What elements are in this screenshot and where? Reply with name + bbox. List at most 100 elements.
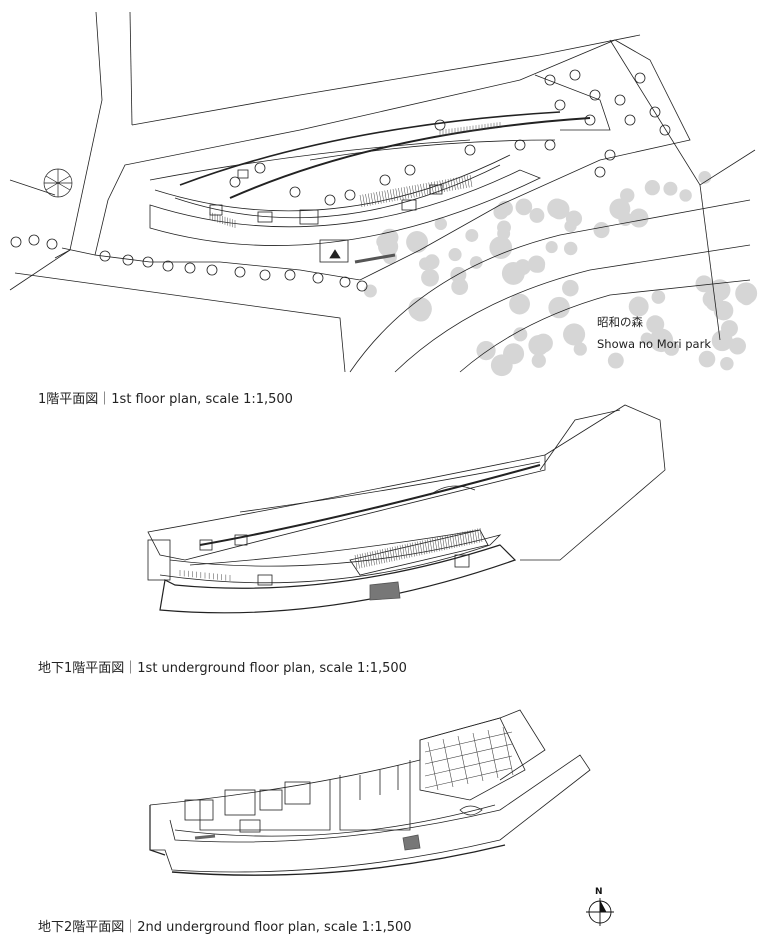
site-tree — [254, 162, 266, 174]
hatch-line — [365, 193, 368, 207]
hatch-line — [392, 546, 395, 561]
park-label: 昭和の森 Showa no Mori park — [597, 314, 711, 353]
hatch-line — [384, 548, 388, 563]
caption-2nd-underground: 地下2階平面図｜2nd underground floor plan, scal… — [38, 920, 412, 935]
hatch-line — [427, 539, 430, 554]
site-tree — [162, 260, 174, 272]
hatch-line — [447, 178, 451, 192]
site-tree — [554, 99, 566, 111]
hatch-line — [459, 532, 463, 547]
grid-line — [424, 743, 513, 765]
park-tree — [593, 222, 610, 239]
hatch-line — [467, 530, 470, 545]
grid-line — [424, 731, 513, 753]
hatch-line — [373, 192, 376, 205]
hatch-line — [407, 543, 410, 558]
park-tree — [545, 241, 558, 254]
hatch-line — [379, 191, 382, 204]
park-tree — [651, 290, 666, 304]
hatch-line — [454, 533, 458, 548]
park-tree — [513, 327, 528, 342]
hatch-line — [364, 552, 368, 567]
site-tree — [514, 139, 526, 151]
hatch-line — [374, 550, 378, 565]
hatch-line — [402, 544, 405, 559]
hatch-line — [442, 179, 445, 193]
plan-2nd-underground — [149, 709, 591, 876]
park-tree — [509, 293, 530, 315]
hatch-line — [417, 541, 420, 556]
grid-line — [442, 738, 454, 788]
site-tree — [339, 276, 351, 288]
park-name-en: Showa no Mori park — [597, 337, 711, 351]
hatch-line — [409, 543, 413, 558]
park-tree — [695, 275, 713, 293]
park-tree — [663, 181, 678, 196]
hatch-line — [447, 534, 450, 550]
hatch-line — [464, 175, 467, 189]
park-tree — [469, 256, 483, 269]
grid-line — [502, 726, 514, 776]
park-tree — [490, 354, 513, 377]
park-tree — [465, 229, 479, 242]
park-tree — [629, 208, 649, 228]
park-tree — [562, 279, 579, 297]
park-tree — [721, 320, 738, 338]
hatch-line — [425, 182, 429, 196]
park-tree — [565, 210, 583, 227]
hatch-line — [395, 188, 398, 201]
park-tree — [528, 334, 550, 356]
hatch-line — [434, 537, 438, 552]
site-tree — [544, 74, 556, 86]
site-tree — [312, 272, 324, 284]
hatch-line — [429, 538, 433, 553]
grid-line — [427, 741, 439, 791]
hatch-line — [390, 189, 393, 202]
hatch-line — [458, 176, 462, 190]
hatch-line — [431, 181, 434, 195]
hatch-line — [370, 192, 374, 206]
site-tree — [569, 69, 581, 81]
park-name-jp: 昭和の森 — [597, 315, 643, 329]
grid-line — [472, 732, 484, 782]
plan-1st-underground — [147, 404, 666, 614]
north-arrow-symbol — [586, 898, 614, 926]
hatch-line — [477, 528, 480, 543]
site-tree — [379, 174, 391, 186]
park-tree — [424, 254, 440, 270]
site-tree — [434, 119, 446, 131]
park-tree — [514, 259, 531, 276]
hatch-line — [419, 540, 423, 555]
hatch-line — [406, 186, 409, 199]
park-tree — [531, 353, 546, 368]
park-tree — [406, 230, 429, 253]
hatch-line — [397, 545, 400, 560]
hatch-line — [456, 177, 459, 190]
hatch-line — [439, 536, 443, 551]
site-tree — [229, 176, 241, 188]
hatch-line — [420, 183, 423, 197]
hatch-line — [376, 191, 379, 205]
hatch-line — [354, 554, 358, 570]
park-tree — [720, 356, 734, 371]
hatch-line — [404, 544, 408, 559]
site-trees — [10, 69, 671, 292]
park-tree — [476, 341, 496, 361]
site-tree — [589, 89, 601, 101]
hatch-line — [384, 190, 387, 203]
park-tree — [663, 340, 680, 356]
hatch-line — [382, 549, 385, 564]
hatch-line — [479, 527, 483, 543]
site-tree — [404, 164, 416, 176]
hatch-line — [377, 550, 380, 565]
park-tree — [646, 315, 665, 334]
hatch-line — [381, 190, 385, 204]
hatch-line — [389, 547, 393, 562]
hatch-line — [401, 187, 404, 200]
park-tree — [448, 248, 462, 262]
park-tree — [376, 234, 391, 249]
site-tree — [28, 234, 40, 246]
park-tree — [679, 189, 692, 202]
park-tree — [363, 284, 377, 298]
